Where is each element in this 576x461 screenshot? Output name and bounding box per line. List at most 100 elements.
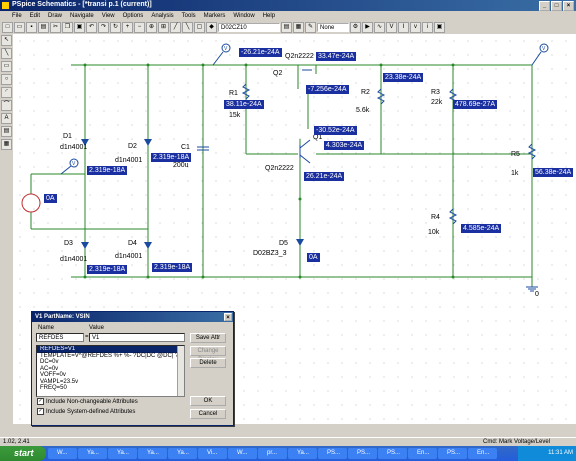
current-d3[interactable]: 2.319e-18A [87, 265, 128, 274]
include-system-defined-checkbox[interactable]: ✓ Include System-defined Attributes [37, 408, 135, 415]
menu-tools[interactable]: Tools [181, 13, 196, 19]
menu-help[interactable]: Help [262, 13, 276, 19]
taskbar-item[interactable]: W... [228, 448, 257, 459]
redraw-icon[interactable]: ↻ [110, 22, 121, 33]
menu-draw[interactable]: Draw [48, 13, 63, 19]
get-part-icon[interactable]: ▦ [293, 22, 304, 33]
bus-icon[interactable]: ╲ [182, 22, 193, 33]
include-non-changeable-checkbox[interactable]: ✓ Include Non-changeable Attributes [37, 398, 138, 405]
attribute-item-freq[interactable]: FREQ=50 [40, 385, 67, 391]
menu-analysis[interactable]: Analysis [151, 13, 174, 19]
current-marker-icon[interactable]: I [398, 22, 409, 33]
current-q2-base[interactable]: -7.256e-24A [306, 85, 349, 94]
menu-window[interactable]: Window [233, 13, 255, 19]
setup-icon[interactable]: ⚙ [350, 22, 361, 33]
taskbar-item[interactable]: Ya... [78, 448, 107, 459]
arc-icon[interactable]: ◜ [1, 87, 12, 98]
enable-bias-voltage-icon[interactable]: v [410, 22, 421, 33]
simulate-icon[interactable]: ▶ [362, 22, 373, 33]
probe-icon[interactable]: ∿ [374, 22, 385, 33]
attribute-item-refdes[interactable]: REFDES=V1 [37, 346, 184, 353]
current-d4[interactable]: 2.319e-18A [152, 263, 193, 272]
minimize-button[interactable]: _ [539, 1, 550, 11]
menu-options[interactable]: Options [122, 13, 144, 19]
taskbar-item[interactable]: Vi... [198, 448, 227, 459]
picture-icon[interactable]: ▦ [1, 139, 12, 150]
current-r5[interactable]: 56.38e-24A [533, 168, 574, 177]
net-select[interactable]: None [317, 23, 349, 32]
value-field[interactable]: V1 [89, 333, 185, 342]
text-icon[interactable]: A [1, 113, 12, 124]
taskbar-item[interactable]: pr... [258, 448, 287, 459]
current-r3[interactable]: 478.69e-27A [453, 100, 498, 109]
current-d5[interactable]: 0A [307, 253, 320, 262]
menu-view[interactable]: View [101, 13, 115, 19]
current-d1[interactable]: 2.319e-18A [87, 166, 128, 175]
current-r4[interactable]: 4.585e-24A [461, 224, 502, 233]
attribute-list-scrollbar[interactable] [177, 346, 184, 396]
attribute-list[interactable]: REFDES=V1 TEMPLATE=V^@REFDES %+ %- ?DC|D… [36, 345, 185, 397]
taskbar-item[interactable]: PS... [348, 448, 377, 459]
block-icon[interactable]: ▢ [194, 22, 205, 33]
close-button[interactable]: × [563, 1, 574, 11]
circle-icon[interactable]: ○ [1, 74, 12, 85]
cut-icon[interactable]: ✂ [50, 22, 61, 33]
enable-bias-current-icon[interactable]: i [422, 22, 433, 33]
current-source[interactable]: 0A [44, 194, 57, 203]
rectangle-icon[interactable]: ▭ [1, 61, 12, 72]
taskbar-item[interactable]: W... [48, 448, 77, 459]
line-icon[interactable]: ╲ [1, 48, 12, 59]
current-q1-a[interactable]: -30.52e-24A [314, 126, 357, 135]
current-r2[interactable]: 23.38e-24A [383, 73, 424, 82]
taskbar-item[interactable]: Ya... [108, 448, 137, 459]
taskbar-item[interactable]: En... [408, 448, 437, 459]
edit-attributes-icon[interactable]: ▤ [281, 22, 292, 33]
redo-icon[interactable]: ↷ [98, 22, 109, 33]
edit-symbol-icon[interactable]: ✎ [305, 22, 316, 33]
dialog-close-button[interactable]: × [224, 313, 232, 321]
pointer-icon[interactable]: ↖ [1, 35, 12, 46]
save-attr-button[interactable]: Save Attr [190, 333, 226, 343]
zoom-fit-icon[interactable]: ⊞ [158, 22, 169, 33]
new-icon[interactable]: □ [2, 22, 13, 33]
voltage-marker-icon[interactable]: V [386, 22, 397, 33]
clock[interactable]: 11:31 AM [548, 450, 573, 456]
menu-file[interactable]: File [12, 13, 22, 19]
taskbar-item[interactable]: En... [468, 448, 497, 459]
attribute-item-dc[interactable]: DC=0v [40, 359, 59, 365]
current-c1[interactable]: 2.319e-18A [151, 153, 192, 162]
undo-icon[interactable]: ↶ [86, 22, 97, 33]
taskbar-item[interactable]: PS... [378, 448, 407, 459]
zoom-in-icon[interactable]: + [122, 22, 133, 33]
menu-edit[interactable]: Edit [29, 13, 41, 19]
zoom-out-icon[interactable]: − [134, 22, 145, 33]
taskbar-item[interactable]: Ya... [138, 448, 167, 459]
current-top-left[interactable]: -26.21e-24A [239, 48, 282, 57]
part-name-select[interactable]: D02CZ10 [218, 23, 280, 32]
change-display-button[interactable]: Change Display [190, 346, 226, 363]
menu-markers[interactable]: Markers [203, 13, 226, 19]
name-field[interactable]: REFDES [36, 333, 84, 342]
textbox-icon[interactable]: ▤ [1, 126, 12, 137]
cancel-button[interactable]: Cancel [190, 409, 226, 419]
start-button[interactable]: start [0, 446, 46, 461]
print-icon[interactable]: ▤ [38, 22, 49, 33]
current-q2-top[interactable]: 33.47e-24A [316, 52, 357, 61]
ok-button[interactable]: OK [190, 396, 226, 406]
attribute-item-ac[interactable]: AC=0v [40, 365, 59, 372]
attribute-item-template[interactable]: TEMPLATE=V^@REFDES %+ %- ?DC|DC @DC| ?AC… [40, 352, 184, 359]
taskbar-item[interactable]: PS... [438, 448, 467, 459]
copy-icon[interactable]: ❐ [62, 22, 73, 33]
menu-navigate[interactable]: Navigate [70, 13, 94, 19]
taskbar-item[interactable]: PS... [318, 448, 347, 459]
delete-button[interactable]: Delete [190, 358, 226, 368]
taskbar-item[interactable]: Ya... [288, 448, 317, 459]
attribute-item-voff[interactable]: VOFF=0v [40, 372, 66, 378]
taskbar-item[interactable]: Ya... [168, 448, 197, 459]
attribute-item-vampl[interactable]: VAMPL=23.5v [40, 378, 79, 385]
current-r1[interactable]: 38.11e-24A [224, 100, 264, 109]
part-icon[interactable]: ◆ [206, 22, 217, 33]
open-icon[interactable]: ▭ [14, 22, 25, 33]
current-q1-b[interactable]: 4.303e-24A [324, 141, 365, 150]
bias-display-icon[interactable]: ▣ [434, 22, 445, 33]
